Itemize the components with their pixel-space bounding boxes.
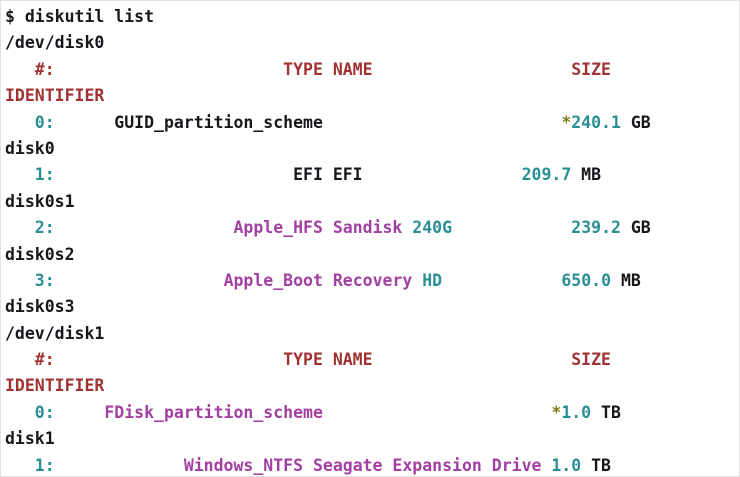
- line-header-disk1-cont: IDENTIFIER: [5, 373, 735, 399]
- line-disk0-part0-cont-seg-0-identifier: disk0: [5, 138, 55, 158]
- line-disk0-part3-seg-4-default: [442, 271, 561, 290]
- line-disk1-part0: 0: FDisk_partition_scheme *1.0 TB: [5, 400, 735, 426]
- line-command-seg-0-prompt: $ diskutil list: [5, 7, 155, 26]
- line-header-disk1-cont-seg-0-header: IDENTIFIER: [5, 376, 105, 396]
- line-disk1-part0-seg-4-star: *: [551, 402, 562, 422]
- line-disk1-part1: 1: Windows_NTFS Seagate Expansion Drive …: [5, 453, 735, 476]
- line-disk0-part1: 1: EFI EFI 209.7 MB: [5, 162, 735, 188]
- line-disk0-part2-cont-seg-0-identifier: disk0s2: [5, 244, 75, 264]
- line-disk1-part0-seg-2-type: FDisk_partition_scheme: [104, 402, 323, 422]
- line-disk1-part0-cont: disk1: [5, 426, 735, 452]
- line-disk0-part3-seg-5-size: 650.0: [561, 270, 612, 290]
- line-disk0-part3-seg-3-size: HD: [412, 270, 443, 290]
- line-disk0-part1-seg-3-size: 209.7: [521, 165, 572, 185]
- line-disk0-part2-seg-0-index: 2:: [5, 218, 55, 238]
- line-disk0-part0-seg-4-size: 240.1: [571, 112, 621, 132]
- line-disk0-part2-seg-4-default: [452, 218, 571, 237]
- line-header-disk0-cont: IDENTIFIER: [5, 83, 735, 109]
- line-disk0-part3: 3: Apple_Boot Recovery HD 650.0 MB: [5, 268, 735, 294]
- line-disk0-part0-seg-5-unit: GB: [620, 112, 651, 132]
- line-disk1-part0-seg-5-size: 1.0: [561, 402, 592, 422]
- line-disk0-part1-seg-4-unit: MB: [571, 165, 602, 185]
- line-disk1-part1-seg-3-default: [541, 456, 551, 475]
- line-device-disk0-seg-0-default: /dev/disk0: [5, 33, 105, 53]
- line-disk1-part0-seg-0-index: 0:: [5, 402, 55, 422]
- line-disk1-part0-seg-3-default: [323, 403, 551, 422]
- line-device-disk0: /dev/disk0: [5, 30, 735, 56]
- line-disk1-part1-seg-2-type: Windows_NTFS Seagate Expansion Drive: [183, 455, 542, 475]
- line-disk0-part3-seg-6-unit: MB: [611, 270, 641, 290]
- line-disk1-part1-seg-0-index: 1:: [5, 455, 55, 475]
- line-disk0-part1-seg-2-default: [363, 165, 522, 184]
- line-device-disk1-seg-0-default: /dev/disk1: [5, 323, 105, 343]
- line-disk0-part2-seg-1-default: [55, 218, 234, 237]
- line-disk0-part2-seg-5-size: 239.2: [571, 218, 621, 238]
- line-header-disk1: #: TYPE NAME SIZE: [5, 347, 735, 373]
- line-disk0-part1-seg-1-default: EFI EFI: [54, 165, 363, 185]
- line-header-disk0-cont-seg-0-header: IDENTIFIER: [5, 86, 105, 106]
- line-device-disk1: /dev/disk1: [5, 321, 735, 347]
- line-disk0-part2-seg-3-size: 240G: [402, 218, 453, 238]
- line-header-disk0: #: TYPE NAME SIZE: [5, 57, 735, 83]
- line-disk0-part3-cont-seg-0-identifier: disk0s3: [5, 297, 75, 317]
- line-header-disk1-seg-0-header: #: TYPE NAME SIZE: [5, 350, 681, 370]
- terminal-output: $ diskutil list/dev/disk0 #: TYPE NAME S…: [1, 4, 739, 476]
- line-disk1-part1-seg-4-size: 1.0: [551, 455, 582, 475]
- line-disk1-part1-seg-5-unit: TB: [581, 455, 611, 475]
- line-disk0-part0-cont: disk0: [5, 136, 735, 162]
- line-disk0-part1-cont-seg-0-identifier: disk0s1: [5, 191, 75, 211]
- line-disk0-part2: 2: Apple_HFS Sandisk 240G 239.2 GB: [5, 215, 735, 241]
- line-disk1-part0-seg-6-unit: TB: [591, 402, 621, 422]
- line-disk0-part3-seg-0-index: 3:: [5, 270, 55, 290]
- line-disk0-part3-seg-1-default: [55, 271, 224, 290]
- line-disk0-part2-cont: disk0s2: [5, 242, 735, 268]
- line-header-disk0-seg-0-header: #: TYPE NAME SIZE: [5, 59, 681, 79]
- line-disk0-part0: 0: GUID_partition_scheme *240.1 GB: [5, 110, 735, 136]
- line-disk0-part1-seg-0-index: 1:: [5, 165, 55, 185]
- line-disk1-part0-seg-1-default: [55, 403, 105, 422]
- line-disk0-part0-seg-1-default: GUID_partition_scheme: [54, 112, 323, 132]
- line-disk0-part2-seg-2-type: Apple_HFS Sandisk: [233, 218, 403, 238]
- line-disk0-part3-cont: disk0s3: [5, 294, 735, 320]
- line-disk0-part1-cont: disk0s1: [5, 189, 735, 215]
- line-disk0-part0-seg-0-index: 0:: [5, 112, 55, 132]
- line-disk0-part0-seg-3-star: *: [561, 112, 572, 132]
- line-command: $ diskutil list: [5, 4, 735, 30]
- line-disk0-part0-seg-2-default: [323, 113, 561, 132]
- line-disk1-part1-seg-1-default: [55, 456, 184, 475]
- line-disk0-part3-seg-2-type: Apple_Boot Recovery: [223, 270, 413, 290]
- line-disk0-part2-seg-6-unit: GB: [620, 218, 651, 238]
- line-disk1-part0-cont-seg-0-identifier: disk1: [5, 429, 55, 449]
